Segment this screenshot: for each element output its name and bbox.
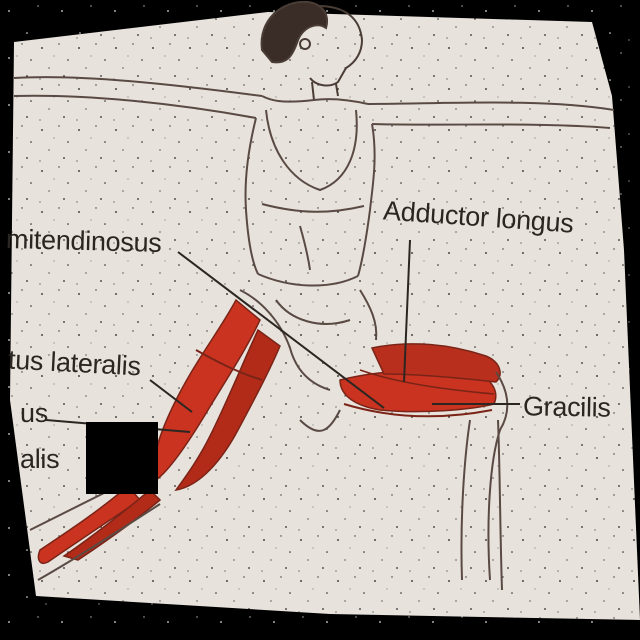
- figure-pelvis: [239, 289, 378, 391]
- figure-torso: [244, 109, 376, 287]
- vastus-lateralis-leader: [149, 379, 193, 413]
- label-gracilis: Gracilis: [522, 391, 611, 423]
- label-rectus-femoris-top: us: [20, 398, 48, 428]
- redaction-box: [86, 422, 158, 494]
- label-vastus-lateralis: tus lateralis: [7, 344, 142, 382]
- semitendinosus-leader: [177, 251, 385, 409]
- right-lower-leg: [299, 371, 509, 591]
- left-leg-muscles: [29, 298, 281, 581]
- adductor-longus-leader: [403, 239, 411, 383]
- figure-head: [260, 0, 364, 101]
- label-semitendinosus: mitendinosus: [5, 223, 162, 259]
- figure-arms: [13, 76, 615, 129]
- label-rectus-femoris-bottom: alis: [20, 444, 60, 474]
